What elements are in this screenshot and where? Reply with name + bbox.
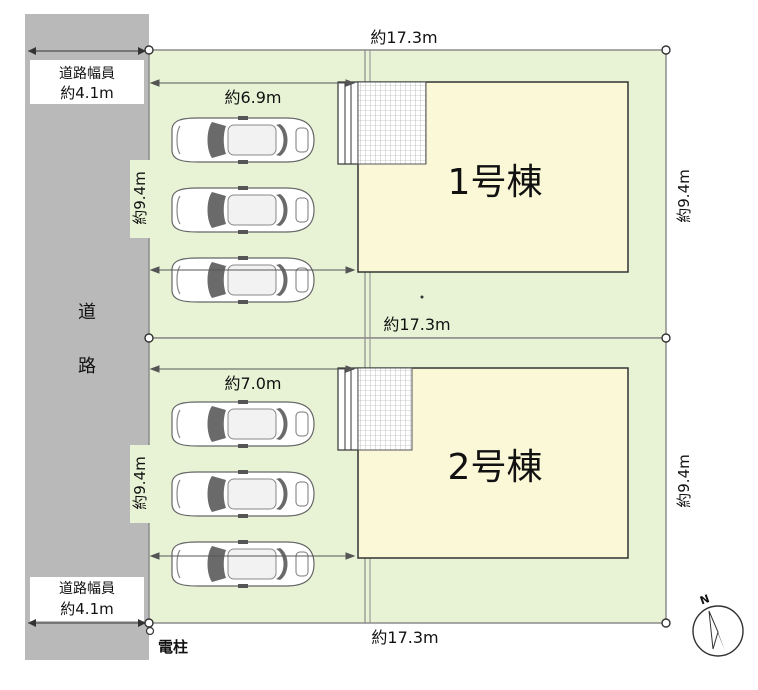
entrance-2 [337,367,413,451]
road-width-bottom: 道路幅員 約4.1m [28,577,146,627]
lot-1-left-depth: 約9.4m [131,171,149,224]
lot-1-parking-width: 約6.9m [224,88,281,107]
building-2-label: 2号棟 [448,447,543,488]
parking-car [171,255,315,305]
entrance-1 [337,81,427,165]
road-width-top: 道路幅員 約4.1m [28,47,146,104]
road-width-title-bottom: 道路幅員 [59,581,115,597]
parking-car [171,399,315,449]
lot-1-right-depth: 約9.4m [675,169,693,222]
parking-car [171,539,315,589]
utility-pole-icon [145,626,155,636]
road-width-title-top: 道路幅員 [59,66,115,82]
boundary-markers [144,45,671,628]
road-label-bottom: 路 [78,356,96,377]
road-width-value-bottom: 約4.1m [60,600,113,618]
parking-car [171,469,315,519]
road-width-value-top: 約4.1m [60,84,113,102]
top-width: 約17.3m [370,28,437,47]
lot-2-parking-width: 約7.0m [224,374,281,393]
lot-2-right-depth: 約9.4m [675,454,693,507]
middle-width: 約17.3m [383,315,450,334]
compass-north-label: N [698,592,711,607]
road-label-top: 道 [78,302,96,323]
bottom-width: 約17.3m [371,628,438,647]
parking-car [171,115,315,165]
road [25,14,149,660]
parking-car [171,185,315,235]
lot-2-left-depth: 約9.4m [131,456,149,509]
compass-icon: N [692,592,744,657]
utility-pole-label: 電柱 [158,638,188,656]
building-1-label: 1号棟 [448,162,543,203]
